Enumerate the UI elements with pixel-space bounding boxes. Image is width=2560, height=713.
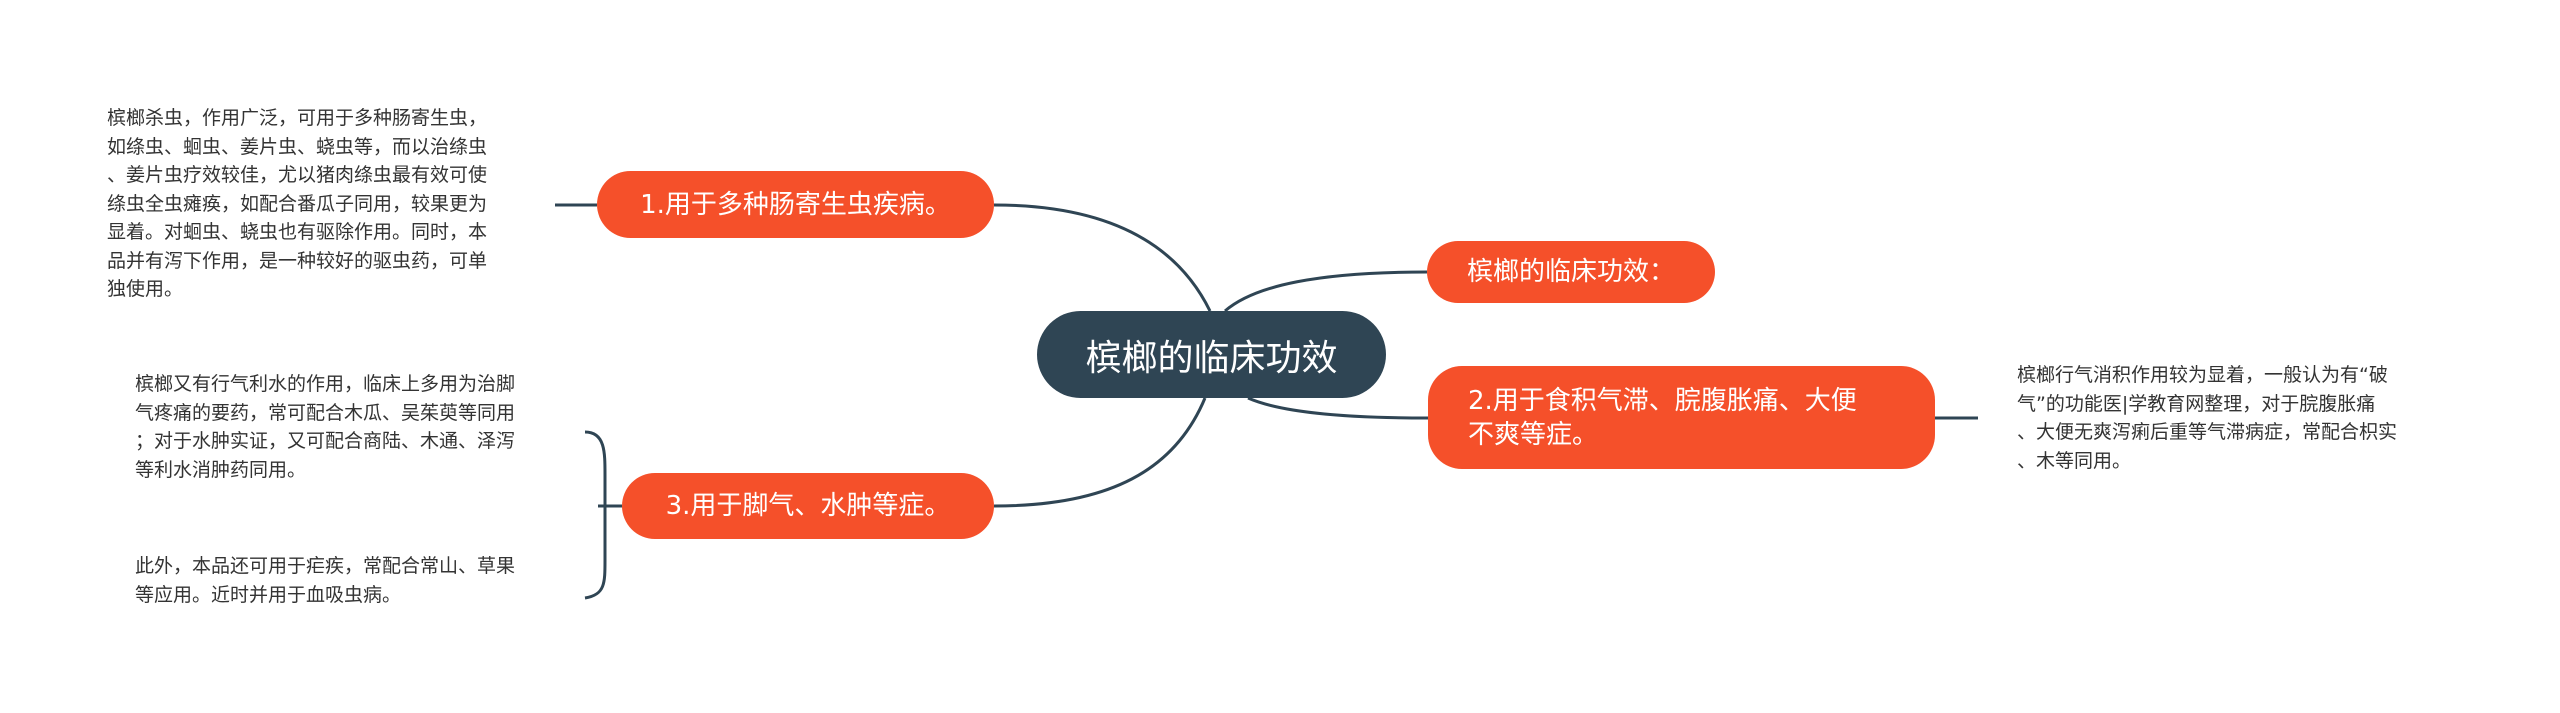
branch-label: 3.用于脚气、水肿等症。 — [665, 491, 951, 521]
leaf-note-parasites[interactable]: 槟榔杀虫，作用广泛，可用于多种肠寄生虫， 如绦虫、蛔虫、姜片虫、蛲虫等，而以治绦… — [107, 104, 547, 304]
connector-to-branch-1 — [993, 203, 1212, 312]
leaf-note-malaria[interactable]: 此外，本品还可用于疟疾，常配合常山、草果 等应用。近时并用于血吸虫病。 — [135, 552, 585, 609]
leaf-text-line: 独使用。 — [107, 278, 184, 300]
branch-label-line: 2.用于食积气滞、脘腹胀痛、大便 — [1468, 385, 1857, 416]
leaf-text-line: 气”的功能医|学教育网整理，对于脘腹胀痛 — [2017, 392, 2376, 415]
branch-parasitic-diseases[interactable]: 1.用于多种肠寄生虫疾病。 — [597, 171, 994, 238]
bracket-branch-4-leaves — [584, 430, 607, 600]
branch-label: 1.用于多种肠寄生虫疾病。 — [640, 189, 951, 220]
leaf-text-line: 、大便无爽泻痢后重等气滞病症，常配合枳实 — [2017, 421, 2398, 443]
leaf-text-line: 槟榔杀虫，作用广泛，可用于多种肠寄生虫， — [107, 107, 488, 129]
leaf-note-qi-stagnation[interactable]: 槟榔行气消积作用较为显着，一般认为有“破 气”的功能医|学教育网整理，对于脘腹胀… — [2017, 361, 2465, 475]
leaf-text-line: 此外，本品还可用于疟疾，常配合常山、草果 — [135, 555, 516, 577]
leaf-text-line: 槟榔又有行气利水的作用，临床上多用为治脚 — [135, 373, 516, 395]
leaf-text-line: 气疼痛的要药，常可配合木瓜、吴茱萸等同用 — [135, 401, 516, 424]
connector-to-branch-3 — [1247, 396, 1429, 420]
connector-to-branch-2 — [1224, 270, 1428, 313]
branch-label: 2.用于食积气滞、脘腹胀痛、大便 不爽等症。 — [1468, 384, 1857, 452]
leaf-text-line: 、木等同用。 — [2017, 449, 2132, 472]
branch-clinical-effects[interactable]: 槟榔的临床功效： — [1427, 241, 1715, 303]
leaf-text-line: ；对于水肿实证，又可配合商陆、木通、泽泻 — [135, 430, 516, 452]
connector-to-branch-4 — [993, 397, 1207, 508]
leaf-text-line: 等利水消肿药同用。 — [135, 458, 307, 481]
leaf-text-line: 显着。对蛔虫、蛲虫也有驱除作用。同时，本 — [107, 221, 488, 243]
leaf-text-line: 、姜片虫疗效较佳，尤以猪肉绦虫最有效可使 — [107, 164, 488, 186]
leaf-text-line: 槟榔行气消积作用较为显着，一般认为有“破 — [2017, 364, 2388, 386]
leaf-text-line: 品并有泻下作用，是一种较好的驱虫药，可单 — [107, 249, 488, 272]
branch-label-line: 不爽等症。 — [1468, 419, 1599, 450]
leaf-text-line: 等应用。近时并用于血吸虫病。 — [135, 583, 402, 606]
central-topic[interactable]: 槟榔的临床功效 — [1037, 311, 1386, 398]
leaf-note-beriberi-edema[interactable]: 槟榔又有行气利水的作用，临床上多用为治脚 气疼痛的要药，常可配合木瓜、吴茱萸等同… — [135, 370, 585, 484]
leaf-text-line: 绦虫全虫瘫痪，如配合番瓜子同用，较果更为 — [107, 192, 488, 215]
leaf-text-line: 如绦虫、蛔虫、姜片虫、蛲虫等，而以治绦虫 — [107, 135, 488, 158]
central-topic-label: 槟榔的临床功效 — [1085, 337, 1338, 379]
branch-label: 槟榔的临床功效： — [1466, 257, 1675, 287]
branch-beriberi-edema[interactable]: 3.用于脚气、水肿等症。 — [622, 473, 994, 539]
branch-qi-stagnation[interactable]: 2.用于食积气滞、脘腹胀痛、大便 不爽等症。 — [1428, 366, 1935, 469]
